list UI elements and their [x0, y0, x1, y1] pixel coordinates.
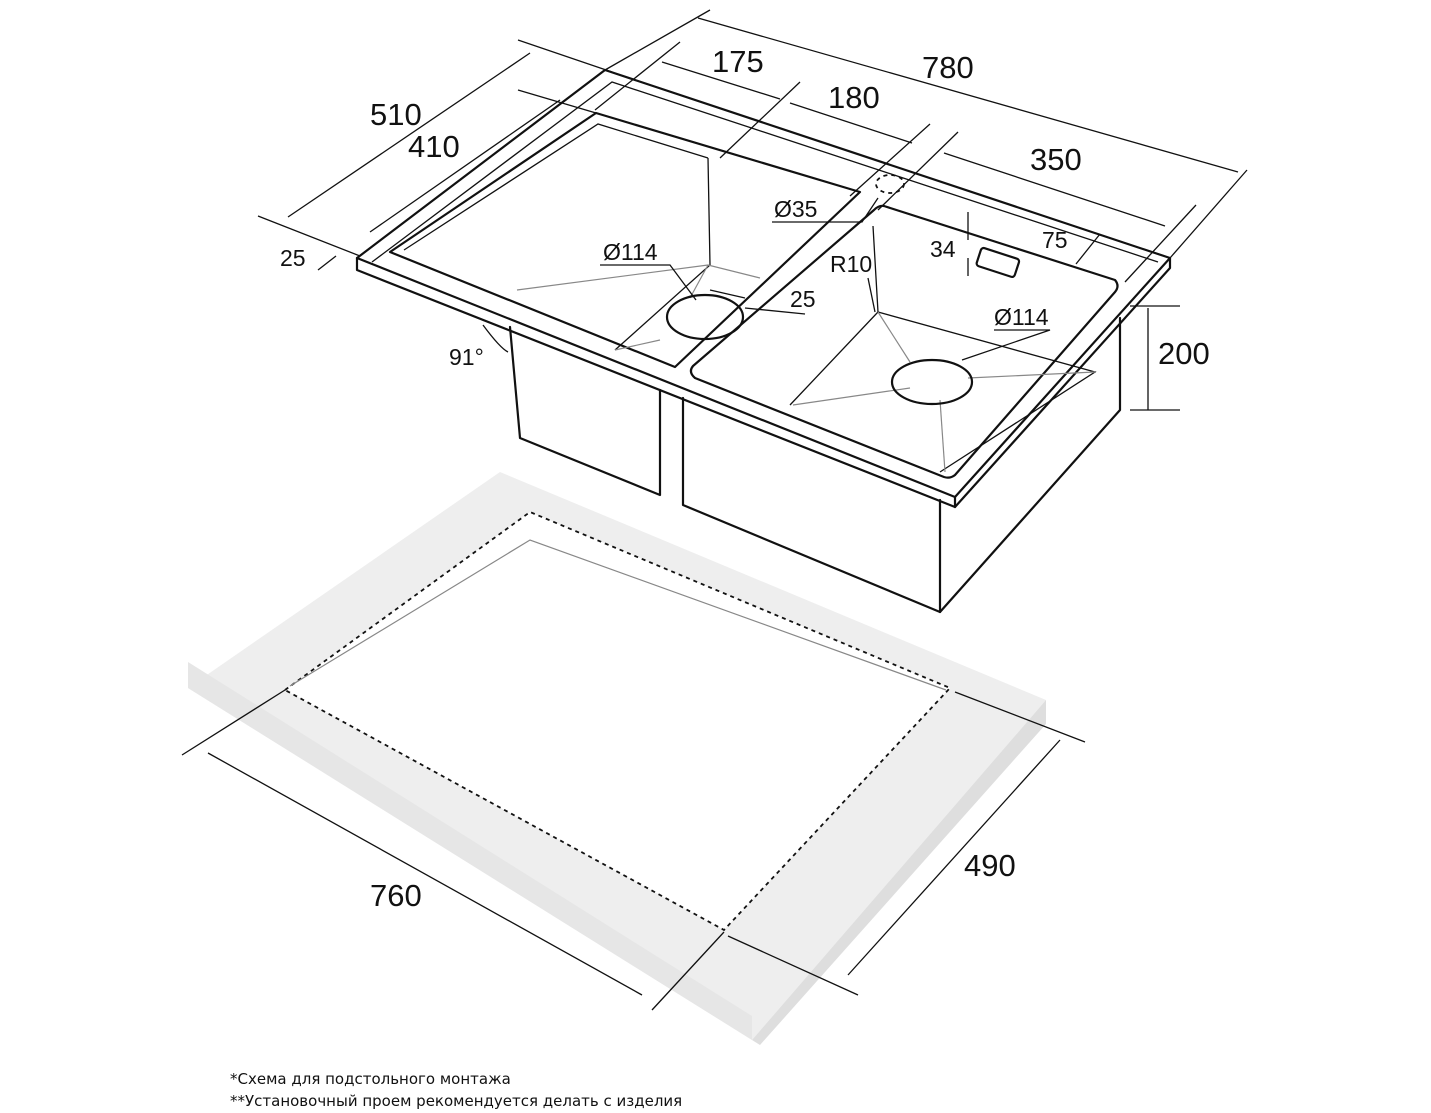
- countertop: [188, 472, 1046, 1045]
- right-bowl-floor-3: [877, 311, 911, 363]
- label-bowl-height: 200: [1158, 336, 1210, 371]
- right-bowl-opening: [689, 204, 1119, 479]
- label-total-length: 780: [922, 50, 974, 85]
- label-total-depth: 510: [370, 97, 422, 132]
- label-cutout-length: 760: [370, 878, 422, 913]
- note-undermount: *Схема для подстольного монтажа: [230, 1070, 511, 1088]
- label-rim-offset: 25: [280, 245, 306, 271]
- sink-rim-inner: [371, 81, 1159, 263]
- left-bowl-inner-back: [403, 123, 709, 251]
- label-overflow-height: 34: [930, 236, 956, 262]
- sink-body: [355, 68, 1172, 614]
- left-drain: [665, 293, 745, 341]
- left-bowl-corner-2: [614, 339, 661, 351]
- label-right-bowl-width: 350: [1030, 142, 1082, 177]
- right-bowl-floor-1: [792, 387, 911, 406]
- countertop-front-face: [188, 662, 752, 1040]
- dimension-lines: [181, 9, 1248, 1011]
- left-bowl-floor: [516, 264, 761, 291]
- label-left-bowl-width: 175: [712, 44, 764, 79]
- label-corner-radius: R10: [830, 251, 872, 277]
- faucet-hole: [875, 174, 905, 194]
- label-gap-width: 180: [828, 80, 880, 115]
- countertop-right-face: [752, 700, 1046, 1045]
- right-bowl-floor-4: [939, 399, 946, 473]
- left-bowl-opening: [388, 111, 862, 369]
- sink-rim-front-edge: [355, 256, 957, 509]
- overflow-slot: [975, 246, 1021, 279]
- dimension-labels: 780 175 180 350 510 410 25 Ø35 Ø114 25 R…: [280, 44, 1210, 913]
- right-bowl-floor-2: [967, 371, 1096, 379]
- label-drain-offset: 25: [790, 286, 816, 312]
- right-bowl-inner-right: [877, 311, 1097, 473]
- label-left-drain: Ø114: [603, 239, 658, 265]
- note-cutout: **Установочный проем рекомендуется делат…: [230, 1092, 683, 1110]
- label-faucet-hole: Ø35: [774, 196, 817, 222]
- countertop-cutout: [285, 512, 950, 930]
- cutout-inner-edge: [289, 539, 947, 691]
- label-angle: 91°: [449, 344, 484, 370]
- cutout-dashed-outline: [283, 510, 952, 932]
- sink-rim-right-edge: [953, 256, 1172, 509]
- label-right-drain: Ø114: [994, 304, 1049, 330]
- label-cutout-depth: 490: [964, 848, 1016, 883]
- left-bowl-body: [508, 325, 662, 497]
- label-bowl-depth: 410: [408, 129, 460, 164]
- left-bowl-corner: [689, 264, 709, 299]
- label-overflow-offset: 75: [1042, 227, 1068, 253]
- right-drain: [890, 358, 974, 406]
